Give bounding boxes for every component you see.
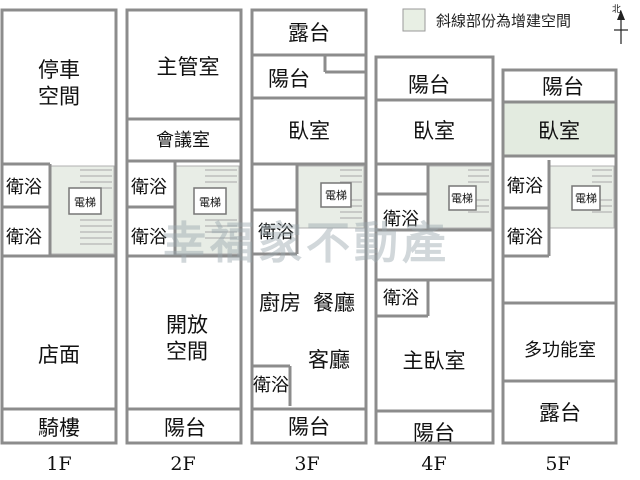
room-bath-2f-a: 衛浴 xyxy=(131,177,167,198)
floor-label-2f: 2F xyxy=(170,453,195,475)
room-open-space-2f: 開放空間 xyxy=(166,313,208,363)
floor-1f: 停車空間 衛浴 衛浴 電梯 店面 騎樓 1F xyxy=(0,8,118,475)
room-elevator-3f: 電梯 xyxy=(325,189,347,202)
elevator-4f xyxy=(448,185,477,211)
room-elevator-4f: 電梯 xyxy=(451,192,473,205)
elevator-1f xyxy=(68,187,102,215)
room-balcony-bottom-4f: 陽台 xyxy=(413,421,455,445)
room-supervisor-2f: 主管室 xyxy=(157,55,220,79)
room-bedroom-5f: 臥室 xyxy=(538,119,580,143)
legend: 斜線部份為增建空間 xyxy=(402,8,571,32)
room-arcade-1f: 騎樓 xyxy=(38,416,80,440)
floor-4f: 陽台 臥室 電梯 衛浴 衛浴 主臥室 陽台 4F xyxy=(374,55,495,475)
floor-label-1f: 1F xyxy=(46,453,71,475)
room-balcony-top-4f: 陽台 xyxy=(408,73,450,97)
floor-2f: 主管室 會議室 衛浴 衛浴 電梯 開放空間 陽台 2F xyxy=(125,8,243,475)
room-bath-1f-b: 衛浴 xyxy=(6,227,42,248)
room-balcony-5f: 陽台 xyxy=(542,75,584,99)
floor-5f: 陽台 臥室 衛浴 衛浴 電梯 多功能室 露台 5F xyxy=(501,68,618,475)
room-elevator-1f: 電梯 xyxy=(74,196,96,209)
room-multi-function-5f: 多功能室 xyxy=(524,340,596,361)
watermark-text: 幸福家不動產 xyxy=(162,218,450,269)
room-living-3f: 客廳 xyxy=(308,348,350,372)
room-bath-4f-a: 衛浴 xyxy=(383,209,419,230)
room-bath-5f-b: 衛浴 xyxy=(507,227,543,248)
room-kitchen-3f: 廚房 xyxy=(259,291,301,315)
room-elevator-5f: 電梯 xyxy=(575,192,597,205)
room-bath-2f-b: 衛浴 xyxy=(131,227,167,248)
room-elevator-2f: 電梯 xyxy=(199,196,221,209)
elevator-3f xyxy=(320,182,352,208)
floor-label-4f: 4F xyxy=(421,453,446,475)
legend-text: 斜線部份為增建空間 xyxy=(436,12,571,30)
extension-area-5f xyxy=(501,100,618,158)
room-terrace-3f: 露台 xyxy=(288,21,330,45)
room-bath-3f-b: 衛浴 xyxy=(253,375,289,396)
room-bath-4f-b: 衛浴 xyxy=(383,288,419,309)
room-bath-1f-a: 衛浴 xyxy=(6,177,42,198)
room-balcony-bottom-3f: 陽台 xyxy=(288,415,330,439)
north-arrow-icon: 北 xyxy=(612,4,628,44)
floor-label-3f: 3F xyxy=(294,453,319,475)
floor-3f: 露台 陽台 臥室 電梯 衛浴 廚房 餐廳 客廳 衛浴 陽台 3F xyxy=(250,8,368,475)
room-master-bedroom-4f: 主臥室 xyxy=(403,349,466,373)
room-terrace-5f: 露台 xyxy=(539,401,581,425)
floor-label-5f: 5F xyxy=(545,453,570,475)
elevator-2f xyxy=(193,187,227,215)
room-meeting-2f: 會議室 xyxy=(156,130,210,151)
room-balcony-top-3f: 陽台 xyxy=(268,67,310,91)
room-dining-3f: 餐廳 xyxy=(313,291,355,315)
legend-swatch xyxy=(402,8,426,32)
elevator-5f xyxy=(571,185,601,211)
room-parking-1f: 停車空間 xyxy=(38,58,80,108)
room-bath-5f-a: 衛浴 xyxy=(507,176,543,197)
room-bedroom-3f: 臥室 xyxy=(288,119,330,143)
room-bedroom-4f: 臥室 xyxy=(413,119,455,143)
room-shop-1f: 店面 xyxy=(38,343,80,367)
room-balcony-2f: 陽台 xyxy=(164,416,206,440)
room-bath-3f-a: 衛浴 xyxy=(258,222,294,243)
compass-label: 北 xyxy=(612,4,621,15)
